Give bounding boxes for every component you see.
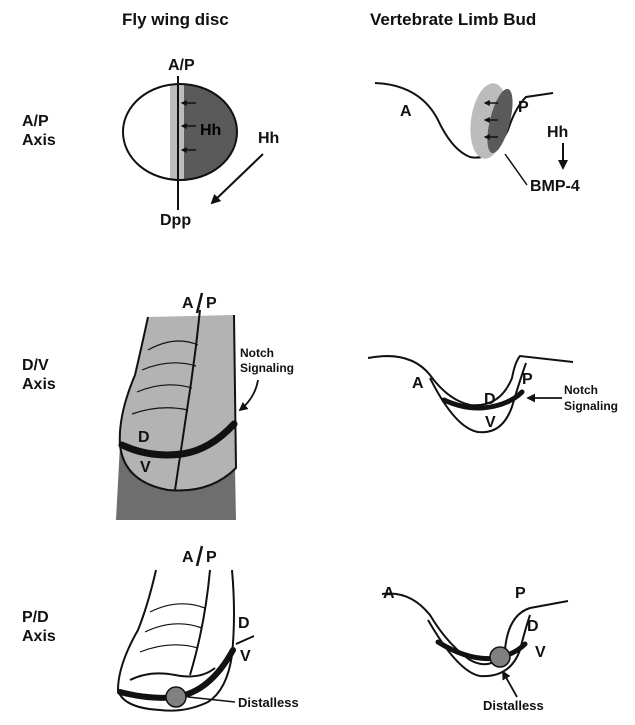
limb-bud-outline [375, 83, 553, 158]
vert-notch-label-line2: Signaling [564, 399, 618, 413]
row-label-dv-axis: D/V Axis [22, 357, 56, 393]
row-label-pd-line1: P/D [22, 609, 49, 626]
vert-notch-label-line1: Notch [564, 383, 598, 397]
fly-hh-outer-label: Hh [258, 130, 279, 147]
pd-inner-arc [130, 668, 215, 680]
row-label-dv-line2: Axis [22, 376, 56, 393]
fly-distalless-label: Distalless [238, 695, 299, 710]
header-fly-wing-disc: Fly wing disc [122, 10, 229, 29]
vert-dv-d-label: D [484, 391, 496, 408]
vertebrate-ap-bud [375, 81, 553, 161]
pd-disc-left-outline [118, 570, 160, 710]
vert-pd-v-label: V [535, 644, 546, 661]
vert-pd-d-label: D [527, 618, 539, 635]
fly-dv-p-label: P [206, 295, 217, 312]
vert-pd-p-label: P [515, 585, 526, 602]
vertebrate-pd-bud [382, 593, 568, 676]
pd-ap-boundary [190, 570, 210, 675]
vert-dv-v-label: V [485, 414, 496, 431]
fly-hh-inner-label: Hh [200, 122, 221, 139]
fly-pd-d-label: D [238, 615, 250, 632]
pd-fold-3 [140, 645, 198, 652]
fly-dv-d-label: D [138, 429, 150, 446]
vert-dv-a-label: A [412, 375, 424, 392]
row-label-ap-line2: Axis [22, 132, 56, 149]
row-label-ap-axis: A/P Axis [22, 113, 56, 149]
fly-notch-arrow [240, 380, 258, 410]
fly-pd-p-label: P [206, 549, 217, 566]
row-label-ap-line1: A/P [22, 113, 49, 130]
fly-pd-slash [197, 546, 202, 566]
fly-dv-a-label: A [182, 295, 194, 312]
pd-fold-2 [145, 624, 202, 632]
fly-dpp-label: Dpp [160, 212, 191, 229]
fly-distalless-dot [166, 687, 186, 707]
vertebrate-dv-bud [368, 356, 573, 432]
fly-notch-label-line1: Notch [240, 346, 274, 360]
fly-notch-label-line2: Signaling [240, 361, 294, 375]
vert-bmp4-label: BMP-4 [530, 178, 580, 195]
vert-distalless-label: Distalless [483, 698, 544, 713]
fly-distalless-pointer [188, 697, 235, 702]
fly-pd-dv-slash [236, 636, 254, 644]
row-label-pd-axis: P/D Axis [22, 609, 56, 645]
fly-ap-label: A/P [168, 57, 195, 74]
vert-distalless-dot [490, 647, 510, 667]
row-label-dv-line1: D/V [22, 357, 49, 374]
fly-dv-disc [110, 310, 240, 520]
header-vertebrate-limb-bud: Vertebrate Limb Bud [370, 10, 536, 29]
vert-dv-p-label: P [522, 371, 533, 388]
vert-ap-p-label: P [518, 99, 529, 116]
fly-dv-v-label: V [140, 459, 151, 476]
row-label-pd-line2: Axis [22, 628, 56, 645]
bmp4-pointer [505, 154, 527, 185]
vert-distalless-arrow [503, 672, 517, 697]
pd-fold-1 [150, 604, 205, 612]
fly-pd-a-label: A [182, 549, 194, 566]
fly-pd-disc [118, 570, 234, 711]
vert-ap-a-label: A [400, 103, 412, 120]
vert-pd-a-label: A [383, 585, 395, 602]
fly-pd-v-label: V [240, 648, 251, 665]
vert-hh-label: Hh [547, 124, 568, 141]
